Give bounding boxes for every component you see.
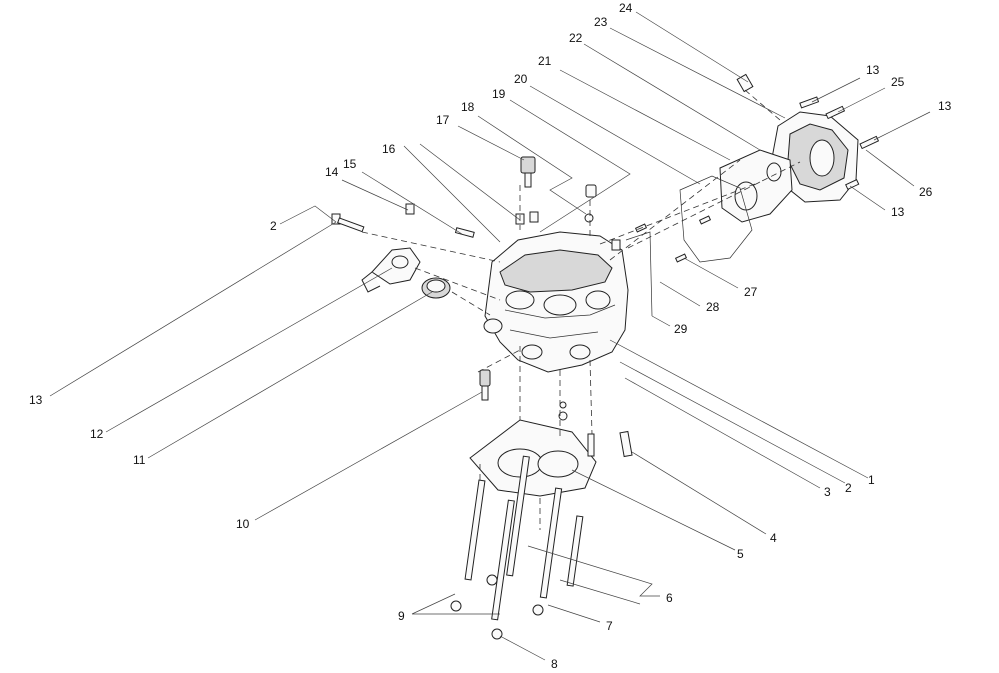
callout-19: 19: [492, 87, 506, 101]
thermostat: [421, 277, 451, 299]
callout-15: 15: [343, 157, 357, 171]
callout-16: 16: [382, 142, 396, 156]
callout-13: 13: [866, 63, 880, 77]
bracket: [625, 231, 653, 317]
callout-26: 26: [919, 185, 933, 199]
callout-13: 13: [29, 393, 43, 407]
callout-2: 2: [845, 481, 852, 495]
callout-3: 3: [824, 485, 831, 499]
small-fasteners: [331, 96, 880, 640]
bolt-24: [736, 73, 754, 93]
callout-8: 8: [551, 657, 558, 671]
callout-21: 21: [538, 54, 552, 68]
callout-7: 7: [606, 619, 613, 633]
cover-gasket: [719, 149, 793, 223]
callout-4: 4: [770, 531, 777, 545]
callout-28: 28: [706, 300, 720, 314]
temperature-sensor: [520, 156, 536, 188]
callouts: 1 2 2 3 4 5 6 7 8 9 10 11 12 13 13 13 13…: [29, 1, 952, 671]
callout-20: 20: [514, 72, 528, 86]
head-studs: [450, 455, 584, 621]
callout-17: 17: [436, 113, 450, 127]
callout-2: 2: [270, 219, 277, 233]
callout-10: 10: [236, 517, 250, 531]
callout-5: 5: [737, 547, 744, 561]
valve-cover: [771, 111, 859, 203]
callout-22: 22: [569, 31, 583, 45]
callout-13: 13: [938, 99, 952, 113]
callout-29: 29: [674, 322, 688, 336]
callout-25: 25: [891, 75, 905, 89]
thermostat-housing: [361, 247, 421, 293]
callout-12: 12: [90, 427, 104, 441]
callout-24: 24: [619, 1, 633, 15]
callout-18: 18: [461, 100, 475, 114]
callout-11: 11: [133, 453, 146, 467]
head-gasket: [469, 419, 597, 497]
callout-1: 1: [868, 473, 875, 487]
cylinder-head: [483, 231, 629, 373]
leader-lines: [49, 11, 931, 661]
spark-plug: [479, 369, 491, 401]
callout-13: 13: [891, 205, 905, 219]
callout-23: 23: [594, 15, 608, 29]
callout-27: 27: [744, 285, 758, 299]
callout-6: 6: [666, 591, 673, 605]
callout-9: 9: [398, 609, 405, 623]
assembly-guides: [361, 89, 801, 530]
callout-14: 14: [325, 165, 339, 179]
